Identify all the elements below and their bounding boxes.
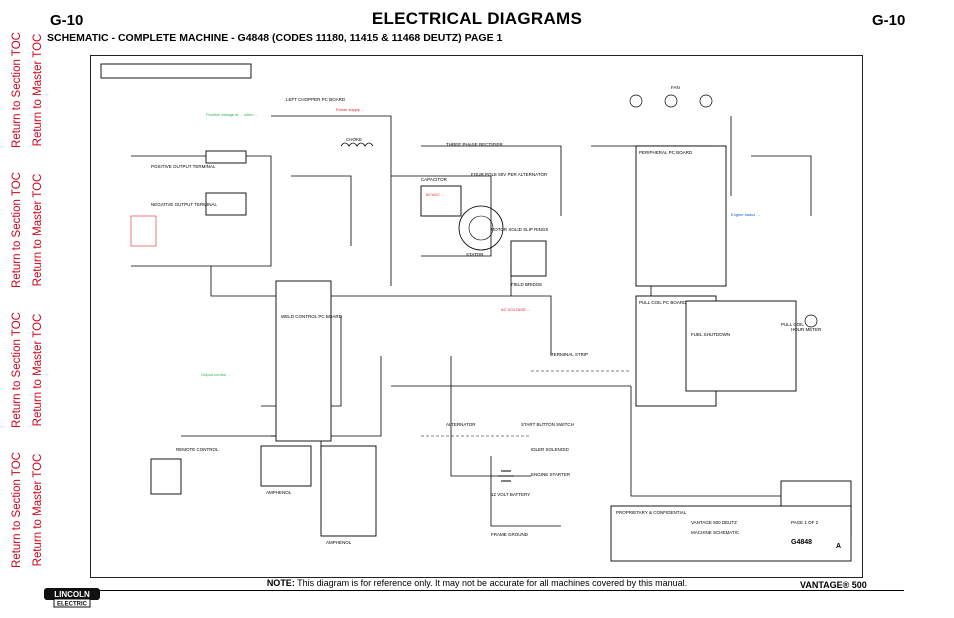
return-to-master-toc-link-4[interactable]: Return to Master TOC [32, 453, 44, 567]
amphenol-label-2: AMPHENOL [326, 540, 352, 545]
ignition-label: START BUTTON SWITCH [521, 422, 574, 427]
proprietary-label: PROPRIETARY & CONFIDENTIAL [616, 510, 687, 515]
page-number-left: G-10 [50, 12, 84, 29]
reference-note: NOTE: This diagram is for reference only… [0, 578, 954, 588]
fan-label: FAN [671, 85, 680, 90]
page-number-right: G-10 [872, 12, 906, 29]
return-to-section-toc-link-1[interactable]: Return to Section TOC [11, 32, 23, 148]
svg-text:LINCOLN: LINCOLN [54, 590, 90, 599]
page-title: ELECTRICAL DIAGRAMS [371, 9, 583, 28]
blue-annotation-1: Engine status ... [731, 212, 760, 217]
fuel-shutdown-label: FUEL SHUTDOWN [691, 332, 730, 337]
field-bridge [510, 240, 547, 277]
return-to-section-toc-link-4[interactable]: Return to Section TOC [11, 452, 23, 568]
red-annotation-3: AC VOLTAGE ... [501, 307, 530, 312]
lincoln-electric-logo: LINCOLN ELECTRIC [44, 588, 100, 608]
schematic-diagram: POSITIVE OUTPUT TERMINAL NEGATIVE OUTPUT… [90, 55, 863, 578]
machine-name: VANTAGE® 500 [800, 580, 867, 590]
starter-label: ENGINE STARTER [531, 472, 571, 477]
terminal-strip-label: TERMINAL STRIP [551, 352, 588, 357]
green-annotation-2: Output control ... [201, 372, 231, 377]
alternator-engine-label: ALTERNATOR [446, 422, 476, 427]
note-text: This diagram is for reference only. It m… [294, 578, 688, 588]
peripheral-board-label: PERIPHERAL PC BOARD [639, 150, 693, 155]
amphenol-label-1: AMPHENOL [266, 490, 292, 495]
rotor-label: ROTOR SOLID SLIP RINGS [491, 227, 548, 232]
sidebar-section-links: Return to Section TOC Return to Section … [6, 30, 28, 590]
red-annotation-1: Power supply ... [336, 107, 364, 112]
product-label: VANTAGE 500 DEUTZ [691, 520, 737, 525]
return-to-master-toc-link-2[interactable]: Return to Master TOC [32, 173, 44, 287]
choke-label: CHOKE [346, 137, 362, 142]
title-block [610, 505, 852, 562]
idle-solenoid-label: IDLER SOLENOID [531, 447, 570, 452]
page-of-label: PAGE 1 OF 2 [791, 520, 819, 525]
rectifier-label: THREE PHASE RECTIFIER [446, 142, 504, 147]
pull-coil-board-label: PULL COIL PC BOARD [639, 300, 687, 305]
return-to-master-toc-link-3[interactable]: Return to Master TOC [32, 313, 44, 427]
frame-ground-label: FRAME GROUND [491, 532, 529, 537]
schematic-svg: POSITIVE OUTPUT TERMINAL NEGATIVE OUTPUT… [100, 63, 852, 562]
peripheral-board [635, 145, 727, 287]
capacitor-label: CAPACITOR [421, 177, 448, 182]
alternator-label: FOUR POLE 60V PER ALTERNATOR [471, 172, 548, 177]
green-annotation-1: Positive voltage at ... when ... [206, 112, 258, 117]
svg-text:ELECTRIC: ELECTRIC [57, 602, 88, 608]
red-annotation-2: 60 VDC ... [426, 192, 444, 197]
page-subtitle: SCHEMATIC - COMPLETE MACHINE - G4848 (CO… [47, 32, 503, 44]
return-to-master-toc-link-1[interactable]: Return to Master TOC [32, 33, 44, 147]
hour-meter-label: HOUR METER [791, 327, 822, 332]
revision-label: A [836, 543, 841, 550]
machine-schematic-label: MACHINE SCHEMATIC [691, 530, 740, 535]
return-to-section-toc-link-2[interactable]: Return to Section TOC [11, 172, 23, 288]
remote-label: REMOTE CONTROL [176, 447, 219, 452]
sidebar-master-links: Return to Master TOC Return to Master TO… [27, 30, 49, 590]
note-label: NOTE: [266, 578, 295, 588]
weld-control-board [275, 280, 332, 442]
drawing-number: G4848 [791, 539, 812, 546]
return-to-section-toc-link-3[interactable]: Return to Section TOC [11, 312, 23, 428]
pull-coil-label: PULL COIL [781, 322, 804, 327]
chopper-label: LEFT CHOPPER PC BOARD [286, 97, 346, 102]
field-bridge-label: FIELD BRIDGE [511, 282, 542, 287]
weld-control-board-label: WELD CONTROL PC BOARD [281, 314, 343, 319]
stator-label: STATOR [466, 252, 484, 257]
footer-divider [44, 590, 904, 591]
negative-terminal-label: NEGATIVE OUTPUT TERMINAL [151, 202, 218, 207]
positive-terminal-label: POSITIVE OUTPUT TERMINAL [151, 164, 216, 169]
battery-label: 12 VOLT BATTERY [491, 492, 530, 497]
